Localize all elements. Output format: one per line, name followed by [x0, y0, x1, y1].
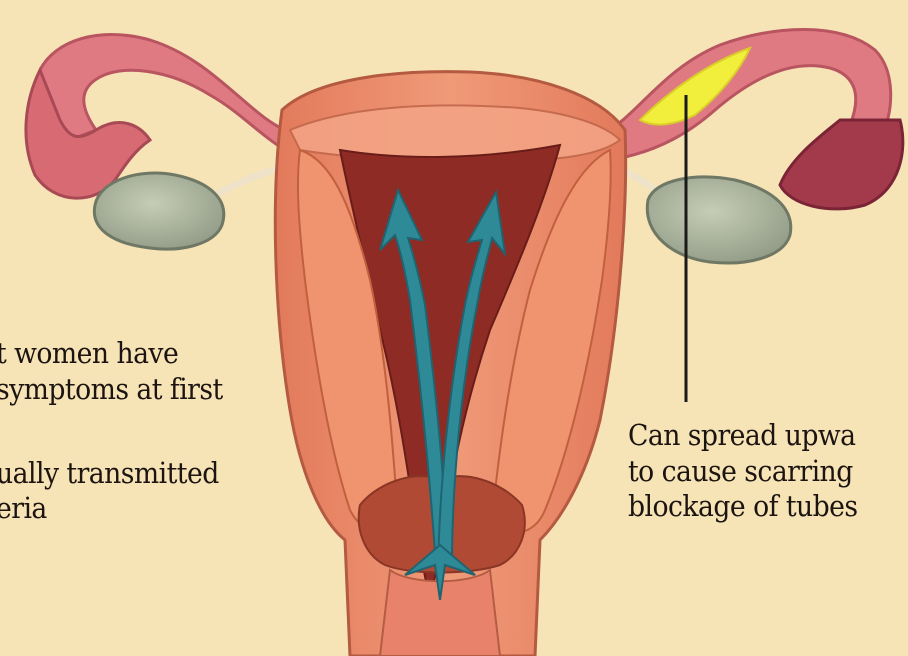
right-ovary [647, 177, 790, 263]
left-fallopian-tube [38, 35, 290, 150]
right-label-line-1: Can spread upwa [628, 418, 855, 452]
left-label-line-3: ually transmitted [0, 456, 219, 490]
left-label-line-2: symptoms at first [0, 372, 223, 406]
right-fimbriae [780, 120, 903, 209]
right-label-line-3: blockage of tubes [628, 489, 858, 523]
left-label-line-1: t women have [0, 336, 178, 370]
right-label-line-2: to cause scarring [628, 454, 853, 488]
left-ovary [94, 173, 223, 249]
left-label-line-4: eria [0, 491, 47, 525]
